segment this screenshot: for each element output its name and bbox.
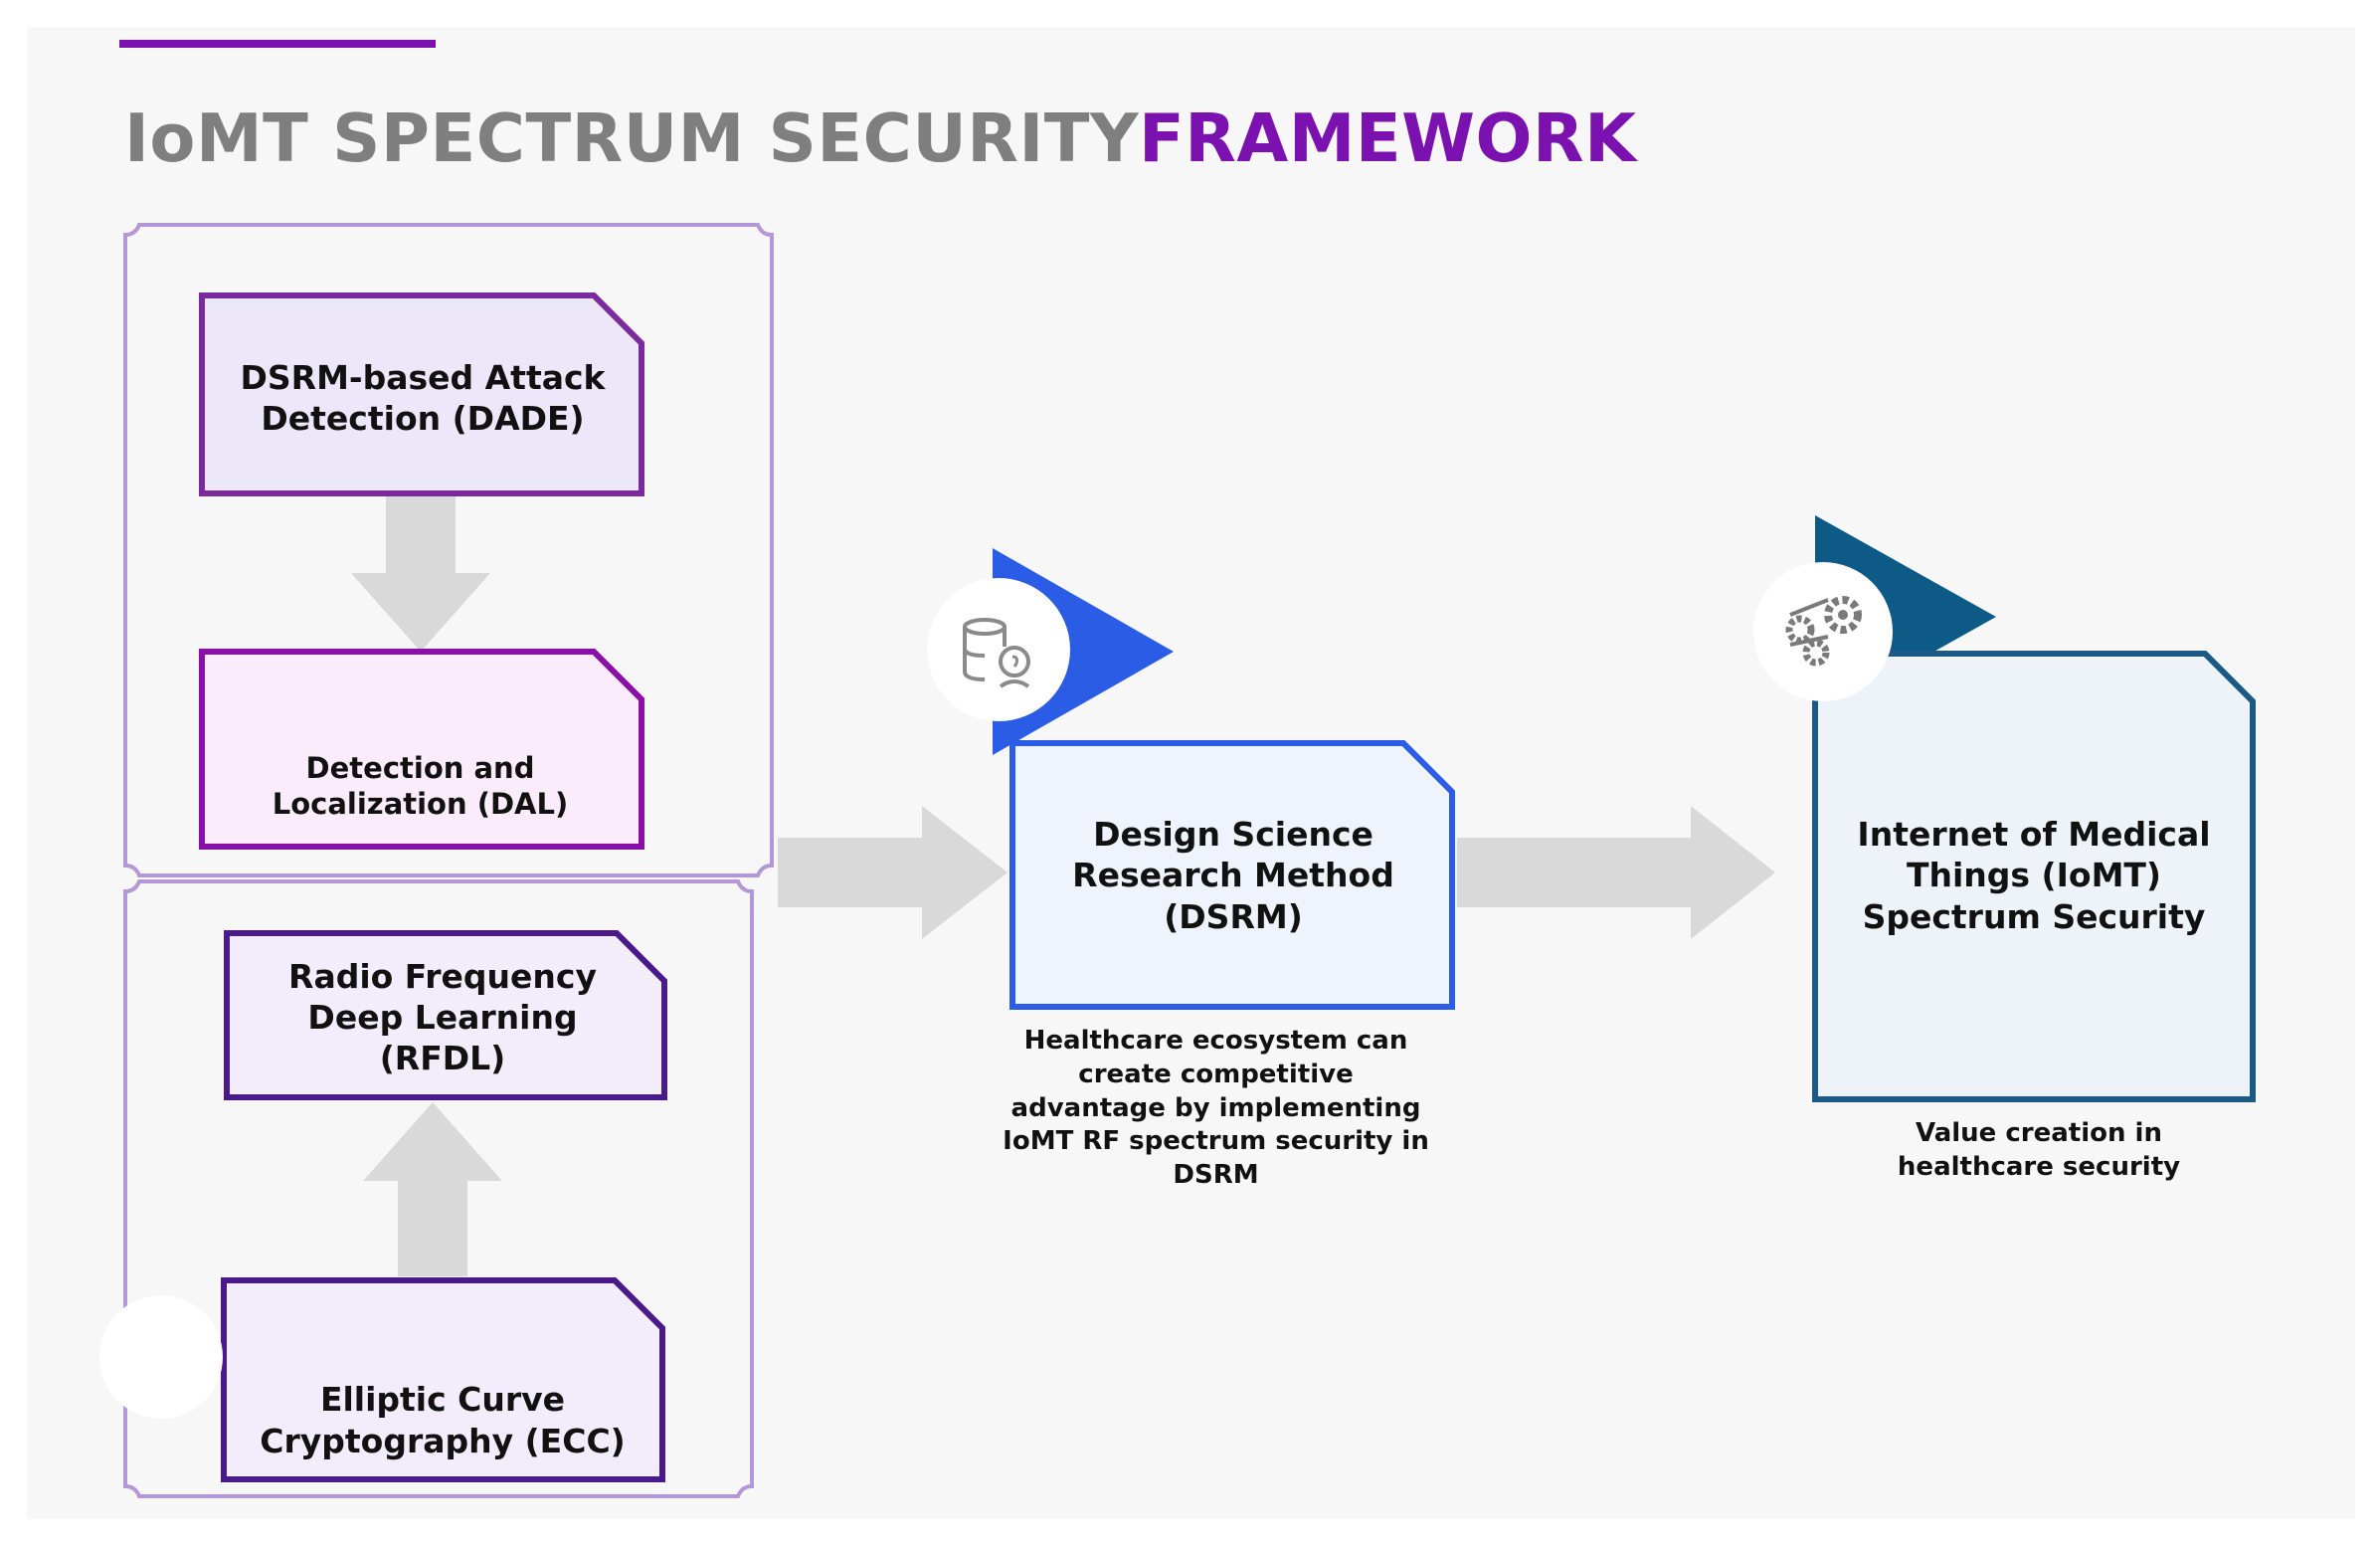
iomt-caption: Value creation in healthcare security (1897, 1118, 2181, 1182)
dal-box (199, 649, 644, 850)
ecc-label: Elliptic Curve Cryptography (ECC) (260, 1380, 626, 1460)
dsrm-caption: Healthcare ecosystem can create competit… (1003, 1026, 1429, 1191)
bottom-group-frame (123, 879, 754, 1498)
gears-icon (1753, 562, 1893, 701)
ecc-box (221, 1277, 665, 1482)
rfdl-label: Radio Frequency Deep Learning (RFDL) (288, 956, 597, 1078)
database-user-icon (927, 578, 1070, 721)
dal-label: Detection and Localization (DAL) (272, 750, 569, 821)
arrow-dade-to-dal (351, 491, 490, 652)
dsrm-box (1009, 740, 1455, 1010)
arrow-dsrm-to-iomt (1457, 806, 1775, 939)
iomt-box (1812, 651, 2256, 1102)
rfdl-box (224, 930, 667, 1100)
iomt-label: Internet of Medical Things (IoMT) Spectr… (1857, 815, 2211, 936)
title-part-gray: IoMT SPECTRUM SECURITY (124, 99, 1139, 177)
title-part-purple: FRAMEWORK (1139, 99, 1637, 177)
dsrm-label: Design Science Research Method (DSRM) (1072, 815, 1394, 936)
title-accent-bar (119, 40, 436, 48)
arrow-ecc-to-rfdl (363, 1102, 502, 1276)
decorative-circle (99, 1295, 223, 1419)
arrow-groups-to-dsrm (778, 806, 1007, 939)
page-title: IoMT SPECTRUM SECURITYFRAMEWORK (124, 99, 1637, 177)
top-group-frame (123, 223, 774, 877)
dade-label: DSRM-based Attack Detection (DADE) (240, 357, 606, 438)
dade-box (199, 292, 644, 496)
